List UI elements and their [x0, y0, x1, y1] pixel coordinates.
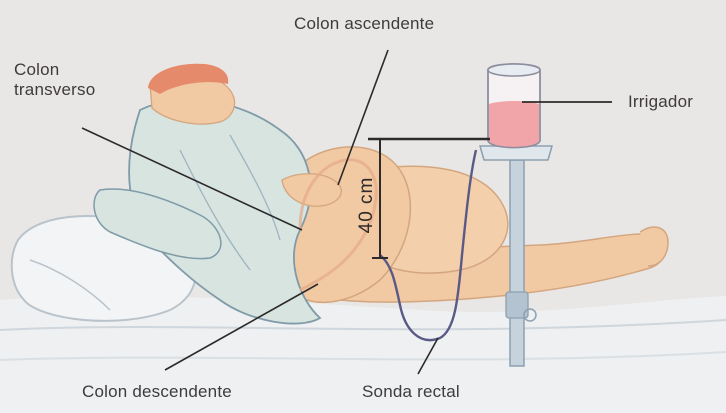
label-colon-ascendente: Colon ascendente — [294, 14, 434, 34]
label-height-40cm-text: 40 cm — [356, 177, 378, 234]
label-colon-transverso: Colon transverso — [14, 60, 144, 99]
label-sonda-rectal: Sonda rectal — [362, 382, 460, 402]
label-colon-transverso-line2: transverso — [14, 80, 144, 100]
irrigator-stand — [510, 160, 524, 366]
label-colon-descendente: Colon descendente — [82, 382, 232, 402]
label-height-40cm: 40 cm — [352, 150, 382, 260]
irrigator-fluid — [489, 101, 539, 147]
label-irrigador: Irrigador — [628, 92, 693, 112]
irrigator-rim — [488, 64, 540, 76]
label-colon-transverso-line1: Colon — [14, 60, 144, 80]
